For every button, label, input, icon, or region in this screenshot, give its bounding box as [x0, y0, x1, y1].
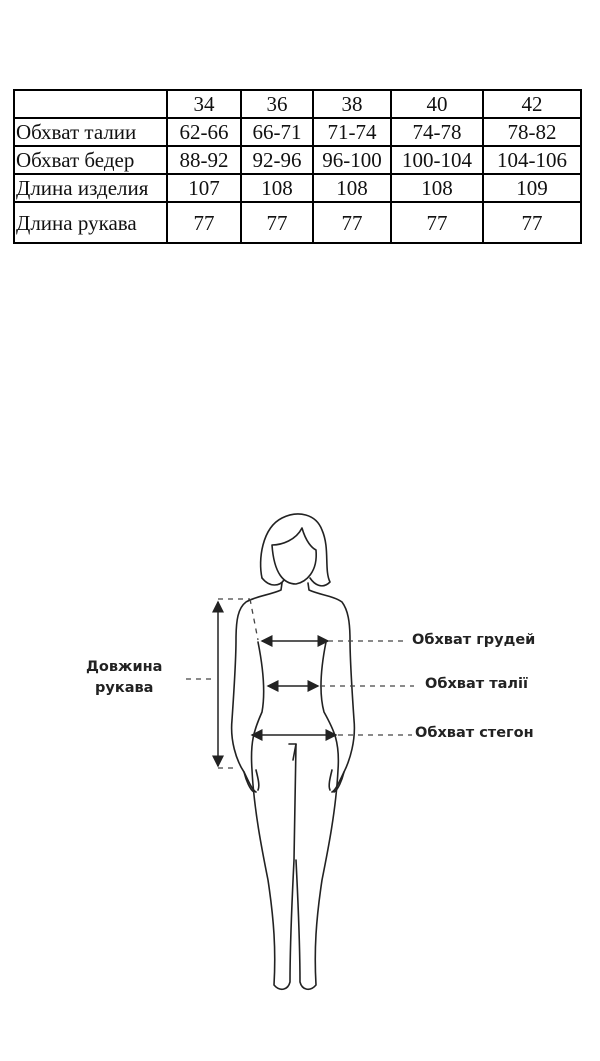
table-cell: 108 — [312, 173, 392, 203]
table-cell: 104-106 — [482, 145, 582, 175]
table-cell: 77 — [166, 201, 242, 244]
row-label: Длина рукава — [13, 201, 168, 244]
table-cell: 109 — [482, 173, 582, 203]
row-label: Обхват бедер — [13, 145, 168, 175]
table-cell: 88-92 — [166, 145, 242, 175]
header-cell-size: 38 — [312, 89, 392, 119]
table-cell: 71-74 — [312, 117, 392, 147]
header-cell-size: 36 — [240, 89, 314, 119]
chest-label: Обхват грудей — [412, 632, 536, 648]
body-measurement-figure: Довжина рукава Обхват грудей Обхват талі… — [0, 500, 600, 1000]
row-label: Длина изделия — [13, 173, 168, 203]
header-cell-size: 42 — [482, 89, 582, 119]
sleeve-label-line1: Довжина — [86, 659, 163, 675]
header-cell-empty — [13, 89, 168, 119]
table-header-row: 34 36 38 40 42 — [13, 89, 582, 119]
table-cell: 77 — [240, 201, 314, 244]
table-cell: 100-104 — [390, 145, 484, 175]
waist-label: Обхват талії — [425, 676, 528, 692]
table-cell: 78-82 — [482, 117, 582, 147]
table-cell: 62-66 — [166, 117, 242, 147]
table-cell: 108 — [390, 173, 484, 203]
table-cell: 77 — [390, 201, 484, 244]
size-chart-table: 34 36 38 40 42 Обхват талии 62-66 66-71 … — [13, 89, 582, 244]
sleeve-length-label: Довжина рукава — [86, 657, 162, 699]
table-cell: 108 — [240, 173, 314, 203]
header-cell-size: 40 — [390, 89, 484, 119]
table-row: Длина изделия 107 108 108 108 109 — [13, 173, 582, 203]
table-cell: 92-96 — [240, 145, 314, 175]
table-row: Обхват талии 62-66 66-71 71-74 74-78 78-… — [13, 117, 582, 147]
row-label: Обхват талии — [13, 117, 168, 147]
table-cell: 96-100 — [312, 145, 392, 175]
table-cell: 74-78 — [390, 117, 484, 147]
sleeve-label-line2: рукава — [95, 680, 154, 696]
table-row: Обхват бедер 88-92 92-96 96-100 100-104 … — [13, 145, 582, 175]
header-cell-size: 34 — [166, 89, 242, 119]
table-cell: 107 — [166, 173, 242, 203]
table-row: Длина рукава 77 77 77 77 77 — [13, 201, 582, 244]
table-cell: 77 — [312, 201, 392, 244]
table-cell: 66-71 — [240, 117, 314, 147]
hips-label: Обхват стегон — [415, 725, 534, 741]
woman-silhouette-icon — [186, 513, 414, 991]
table-cell: 77 — [482, 201, 582, 244]
